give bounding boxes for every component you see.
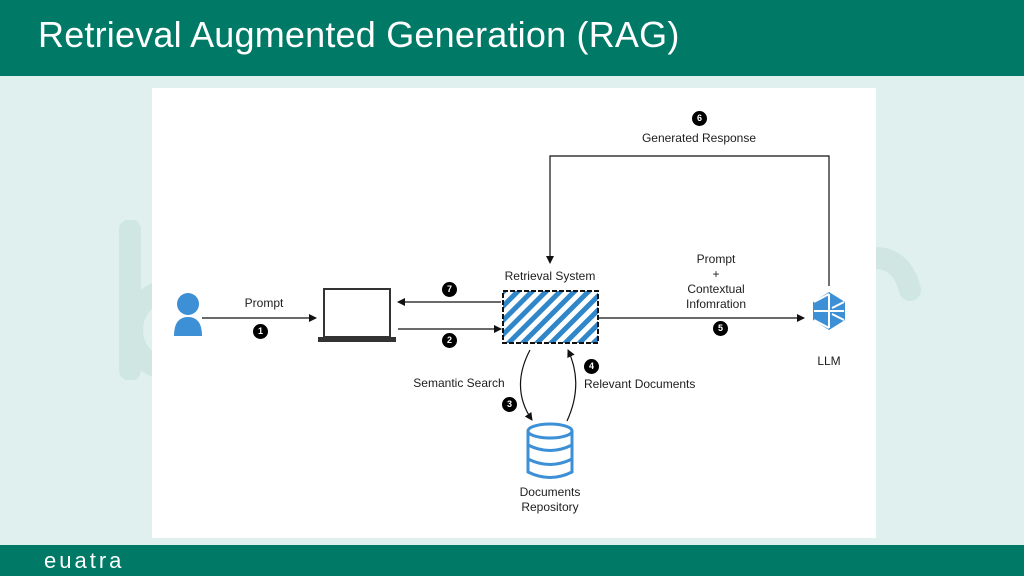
rag-diagram: Prompt Retrieval System Generated Respon… [152,88,876,538]
diagram-canvas [174,155,845,479]
retrieval-system-label: Retrieval System [504,269,596,283]
database-icon [526,422,574,479]
step-1-badge: 1 [253,324,268,339]
laptop-icon [318,288,396,342]
prompt-label: Prompt [244,296,284,310]
llm-label: LLM [817,354,841,368]
arrow-relevant-documents [566,349,577,422]
relevant-documents-label: Relevant Documents [584,377,696,391]
step-2-badge: 2 [442,333,457,348]
documents-repository-label-1: Documents [519,485,581,499]
arrow-semantic-search [519,349,533,421]
documents-repository-label-2: Repository [521,500,579,514]
brand-logo: euatra [44,548,125,573]
footer-bar: euatra [0,545,1024,576]
prompt-context-label-2: + [712,267,720,281]
brain-icon [813,292,845,330]
semantic-search-label: Semantic Search [413,376,505,390]
prompt-context-label-3: Contextual [687,282,745,296]
step-4-badge: 4 [584,359,599,374]
prompt-context-label-1: Prompt [696,252,736,266]
arrow-llm-to-retrieval [546,155,830,286]
retrieval-system-box [502,290,599,344]
page-title: Retrieval Augmented Generation (RAG) [38,14,680,55]
generated-response-label: Generated Response [641,131,757,145]
user-icon [174,293,202,336]
header-bar: Retrieval Augmented Generation (RAG) [0,0,1024,76]
step-3-badge: 3 [502,397,517,412]
step-5-badge: 5 [713,321,728,336]
step-6-badge: 6 [692,111,707,126]
prompt-context-label-4: Infomration [685,297,747,311]
step-7-badge: 7 [442,282,457,297]
